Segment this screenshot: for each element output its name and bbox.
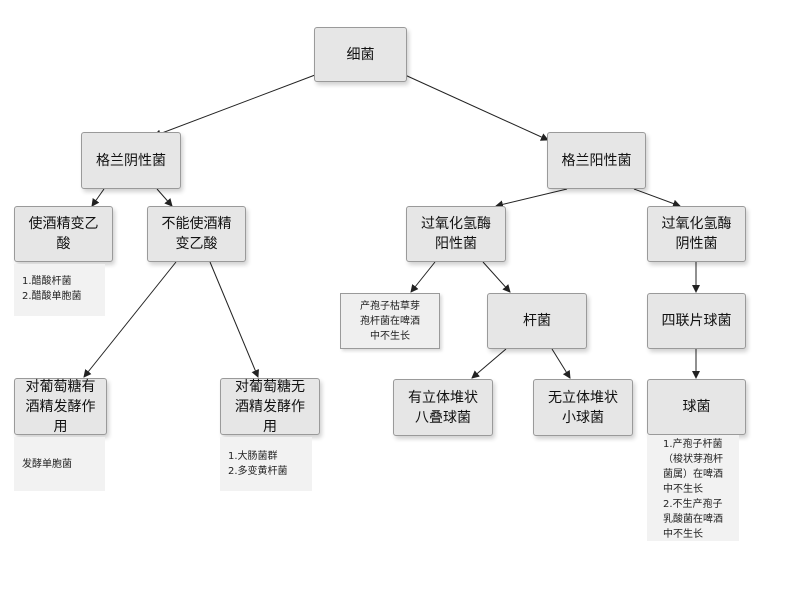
- edge-no-acid-no-ferment: [209, 261, 259, 378]
- edge-no-acid-ferment: [83, 261, 177, 378]
- edge-root-gram-pos: [404, 74, 549, 141]
- node-micrococcus[interactable]: 无立体堆状 小球菌: [533, 379, 633, 436]
- node-coccus[interactable]: 球菌: [647, 379, 746, 435]
- edge-root-gram-neg: [153, 74, 316, 138]
- note-bacillus-subtilis: 产孢子枯草芽 孢杆菌在啤酒 中不生长: [340, 293, 440, 349]
- node-acetic-acid-producing[interactable]: 使酒精变乙 酸: [14, 206, 113, 262]
- edge-rod-micro: [551, 348, 571, 379]
- edge-gram-neg-no-acid: [156, 188, 173, 207]
- node-non-acetic-acid-producing[interactable]: 不能使酒精 变乙酸: [147, 206, 246, 262]
- node-glucose-fermenting[interactable]: 对葡萄糖有 酒精发酵作 用: [14, 378, 107, 435]
- edge-cat-pos-rod: [482, 261, 511, 293]
- node-glucose-non-fermenting[interactable]: 对葡萄糖无 酒精发酵作 用: [220, 378, 320, 435]
- note-acetic-acid-bacteria: 1.醋酸杆菌 2.醋酸单胞菌: [14, 264, 105, 316]
- node-bacteria[interactable]: 细菌: [314, 27, 407, 82]
- note-coccus-spores: 1.产孢子杆菌 （梭状芽孢杆 菌属）在啤酒 中不生长 2.不生产孢子 乳酸菌在啤…: [647, 435, 739, 541]
- node-rod[interactable]: 杆菌: [487, 293, 587, 349]
- edge-cat-pos-note: [410, 261, 436, 293]
- edge-gram-neg-acid: [91, 188, 105, 207]
- note-coliforms: 1.大肠菌群 2.多变黄杆菌: [220, 437, 312, 491]
- node-gram-positive[interactable]: 格兰阳性菌: [547, 132, 646, 189]
- edge-gram-pos-cat-pos: [495, 188, 568, 209]
- node-sarcina[interactable]: 有立体堆状 八叠球菌: [393, 379, 493, 436]
- edge-gram-pos-cat-neg: [633, 188, 681, 208]
- edge-rod-octet: [471, 348, 507, 379]
- node-catalase-negative[interactable]: 过氧化氢酶 阴性菌: [647, 206, 746, 262]
- node-tetrad-coccus[interactable]: 四联片球菌: [647, 293, 746, 349]
- node-catalase-positive[interactable]: 过氧化氢酶 阳性菌: [406, 206, 506, 262]
- node-gram-negative[interactable]: 格兰阴性菌: [81, 132, 181, 189]
- note-zymomonas: 发酵单胞菌: [14, 437, 105, 491]
